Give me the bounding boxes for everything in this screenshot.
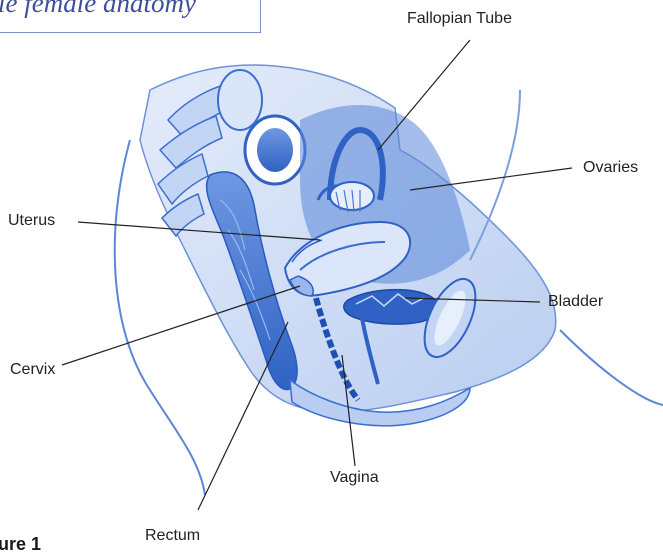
- label-rectum: Rectum: [145, 527, 200, 545]
- thigh-outline: [560, 330, 663, 405]
- label-ovaries: Ovaries: [583, 159, 638, 177]
- label-fallopian-tube: Fallopian Tube: [407, 10, 512, 28]
- label-vagina: Vagina: [330, 469, 379, 487]
- label-uterus: Uterus: [8, 212, 55, 230]
- label-cervix: Cervix: [10, 361, 55, 379]
- label-bladder: Bladder: [548, 293, 603, 311]
